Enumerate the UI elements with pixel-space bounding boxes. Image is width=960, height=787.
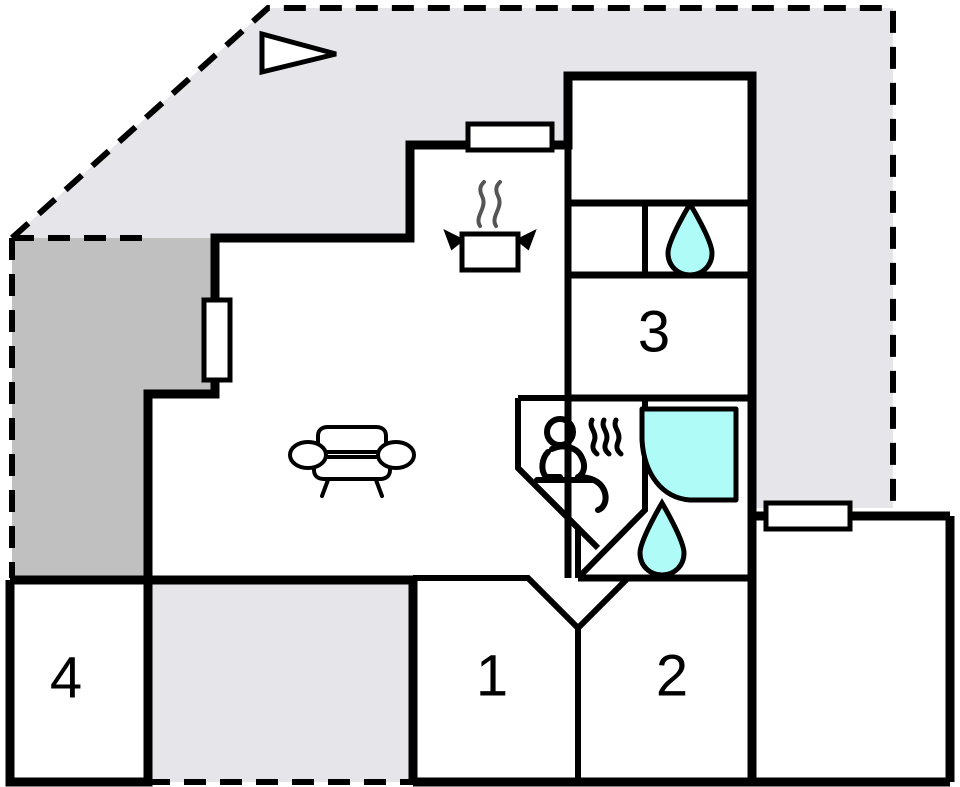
room-label-2: 2 [656, 643, 688, 708]
window-east-room2[interactable] [763, 500, 853, 532]
heat-waves-icon [588, 417, 624, 457]
room4-walls [5, 580, 153, 787]
cooking-pot-icon [443, 180, 537, 273]
exterior-wall-north-west [143, 71, 757, 578]
room1-fill [413, 578, 578, 782]
window-glass [201, 297, 233, 383]
sofa-icon [288, 425, 416, 498]
window-glass [763, 500, 853, 532]
room-label-1: 1 [476, 643, 508, 708]
north-arrow-icon [259, 30, 337, 76]
terrace-left-fill [12, 238, 215, 578]
terrace-east-strip [752, 390, 893, 508]
plot-boundary-dashed-top [9, 5, 896, 508]
window-glass [465, 121, 555, 153]
room2-fill [578, 578, 752, 782]
sauna-person-icon [534, 416, 624, 513]
window-north-kitchen[interactable] [465, 121, 555, 153]
terrace-bottom-fill [148, 578, 413, 782]
room-label-4: 4 [50, 645, 82, 710]
water-drop-icon [637, 498, 687, 578]
shower-quarter-circle-icon [639, 406, 739, 503]
room-label-3: 3 [638, 299, 670, 364]
window-west-living[interactable] [201, 297, 233, 383]
terrace-upper-fill [12, 8, 893, 508]
water-drop-icon [665, 199, 715, 278]
wall-diagonal-sauna [515, 465, 581, 578]
room-east-fill [752, 516, 950, 782]
room4-fill [10, 580, 148, 782]
